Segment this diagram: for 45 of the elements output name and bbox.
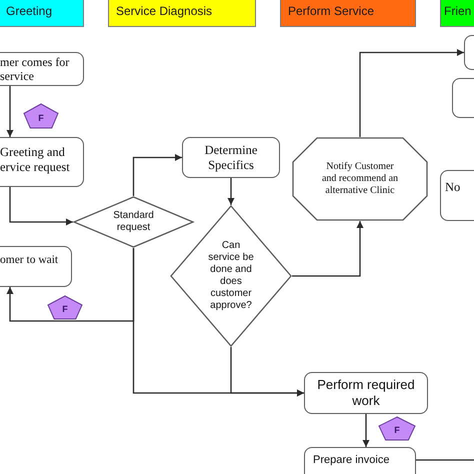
connector-arrow xyxy=(292,221,364,277)
step-text: mer comes for service xyxy=(0,54,70,84)
step-text: Determine Specifics xyxy=(204,142,258,172)
lane-title: Greeting xyxy=(6,5,52,19)
process-box xyxy=(452,78,474,118)
step-text: No xyxy=(445,180,460,195)
step-text: Perform required work xyxy=(316,377,416,408)
connector-arrow xyxy=(228,178,234,205)
marker-letter: F xyxy=(394,426,400,435)
lane-title: Service Diagnosis xyxy=(116,5,212,19)
process-box xyxy=(464,35,474,70)
marker-letter: F xyxy=(38,114,44,122)
lane-header xyxy=(280,0,416,27)
lane-title: Perform Service xyxy=(288,5,374,19)
connector-arrow xyxy=(359,49,464,137)
octagon-box xyxy=(292,137,428,221)
step-text: Prepare invoice xyxy=(313,454,390,468)
decision-diamond xyxy=(73,196,194,248)
connector-line xyxy=(416,459,474,461)
marker-letter: F xyxy=(62,305,68,314)
connector-arrow xyxy=(9,187,73,226)
process-box xyxy=(0,246,72,287)
connector-arrow xyxy=(362,414,370,447)
lane-header xyxy=(0,0,84,27)
step-text: Greeting and ervice request xyxy=(0,145,71,175)
connector-arrow xyxy=(6,86,14,137)
process-box xyxy=(182,137,280,178)
lane-header xyxy=(108,0,256,27)
process-box xyxy=(0,137,84,187)
step-text: omer to wait xyxy=(0,254,58,268)
process-box xyxy=(304,372,428,414)
decision-text: Standard request xyxy=(112,210,155,234)
lane-title: Frien xyxy=(444,5,472,19)
pentagon-marker xyxy=(378,416,416,441)
connector-arrow xyxy=(132,154,182,196)
step-text: Notify Customer and recommend an alternative Clinic xyxy=(321,161,399,197)
pentagon-marker xyxy=(23,103,59,129)
pentagon-marker xyxy=(47,295,83,320)
process-box xyxy=(0,52,84,86)
process-box xyxy=(440,170,474,221)
process-box xyxy=(304,447,416,474)
lane-header xyxy=(440,0,474,27)
connector-arrow xyxy=(230,347,304,396)
decision-diamond xyxy=(170,205,292,347)
decision-text: Can service be done and does customer approve? xyxy=(207,240,255,312)
